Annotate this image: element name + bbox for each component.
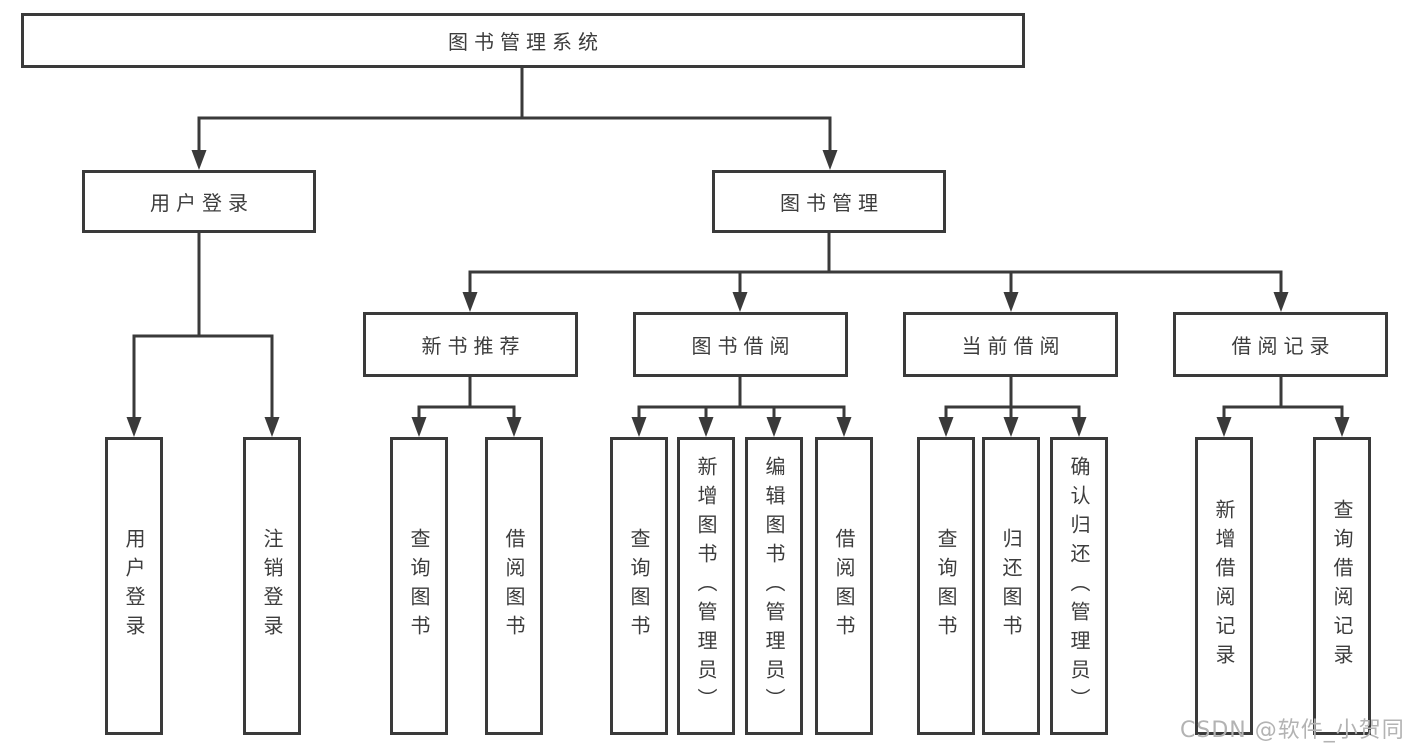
- node-library-management-system: 图书管理系统: [21, 13, 1025, 68]
- node-current-borrowing: 当前借阅: [903, 312, 1118, 377]
- leaf-add-borrow-record: 新增借阅记录: [1195, 437, 1253, 735]
- node-new-book-recommendation: 新书推荐: [363, 312, 578, 377]
- connector-tree-current-borrowing: [944, 375, 1081, 423]
- connector-arrowheads: [126, 150, 1350, 437]
- leaf-query-books-current: 查询图书: [917, 437, 975, 735]
- node-book-management: 图书管理: [712, 170, 946, 233]
- connector-tree-book-management: [468, 231, 1283, 298]
- node-book-borrowing: 图书借阅: [633, 312, 848, 377]
- leaf-query-books-recommend: 查询图书: [390, 437, 448, 735]
- node-user-login: 用户登录: [82, 170, 316, 233]
- leaf-edit-books-admin: 编辑图书（管理员）: [745, 437, 803, 735]
- connector-tree-root: [197, 66, 832, 156]
- leaf-borrow-books-recommend: 借阅图书: [485, 437, 543, 735]
- leaf-borrow-books-borrowing: 借阅图书: [815, 437, 873, 735]
- leaf-add-books-admin: 新增图书（管理员）: [677, 437, 735, 735]
- node-borrowing-records: 借阅记录: [1173, 312, 1388, 377]
- leaf-query-books-borrowing: 查询图书: [610, 437, 668, 735]
- leaf-query-borrow-record: 查询借阅记录: [1313, 437, 1371, 735]
- csdn-watermark: CSDN @软件_小贺同学: [1180, 718, 1405, 743]
- leaf-logout: 注销登录: [243, 437, 301, 735]
- connector-tree-book-borrowing: [637, 375, 846, 423]
- connector-tree-user-login: [132, 231, 274, 423]
- leaf-confirm-return-admin: 确认归还（管理员）: [1050, 437, 1108, 735]
- connector-tree-new-book-recommendation: [417, 375, 516, 423]
- connector-tree-borrowing-records: [1222, 375, 1344, 423]
- leaf-user-login: 用户登录: [105, 437, 163, 735]
- leaf-return-books: 归还图书: [982, 437, 1040, 735]
